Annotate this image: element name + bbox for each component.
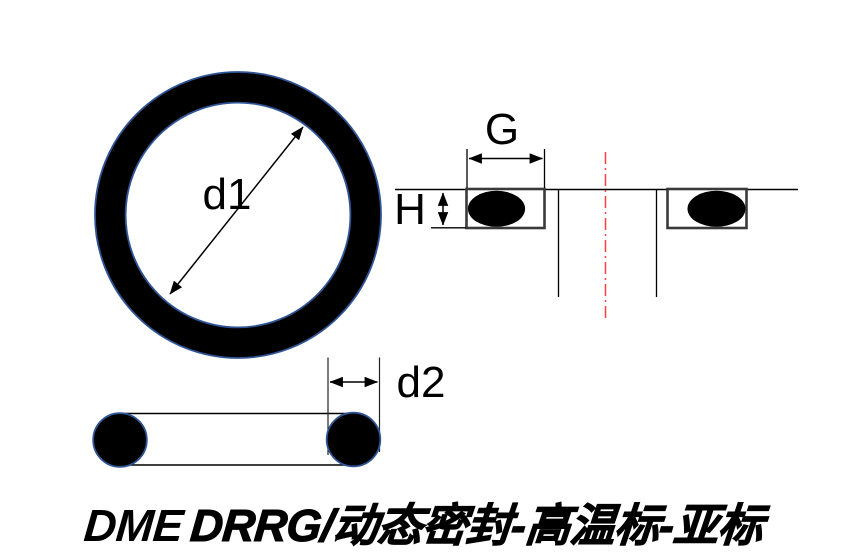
oring-side-view: d2 — [92, 357, 446, 468]
title-series: DRRG — [188, 499, 324, 551]
title-description: /动态密封-高温标-亚标 — [318, 499, 765, 551]
figure-title: DMEDRRG/动态密封-高温标-亚标 — [0, 499, 847, 551]
d1-label: d1 — [203, 170, 252, 219]
d2-label: d2 — [397, 358, 446, 407]
oring-section-ellipse-right — [687, 190, 746, 227]
oring-ring-body — [95, 72, 381, 358]
side-view-left-section-circle — [92, 412, 148, 468]
d1-dimension-arrow — [169, 126, 304, 295]
oring-section-ellipse-left — [467, 190, 526, 227]
oring-inner-outline — [124, 101, 352, 329]
oring-front-view: d1 — [94, 71, 382, 359]
title-brand: DME — [82, 500, 186, 551]
g-label: G — [485, 105, 519, 154]
side-view-right-section-circle — [325, 411, 382, 468]
oring-outer-outline — [94, 71, 382, 359]
h-label: H — [394, 185, 426, 234]
gland-cross-section: G H — [394, 105, 798, 322]
